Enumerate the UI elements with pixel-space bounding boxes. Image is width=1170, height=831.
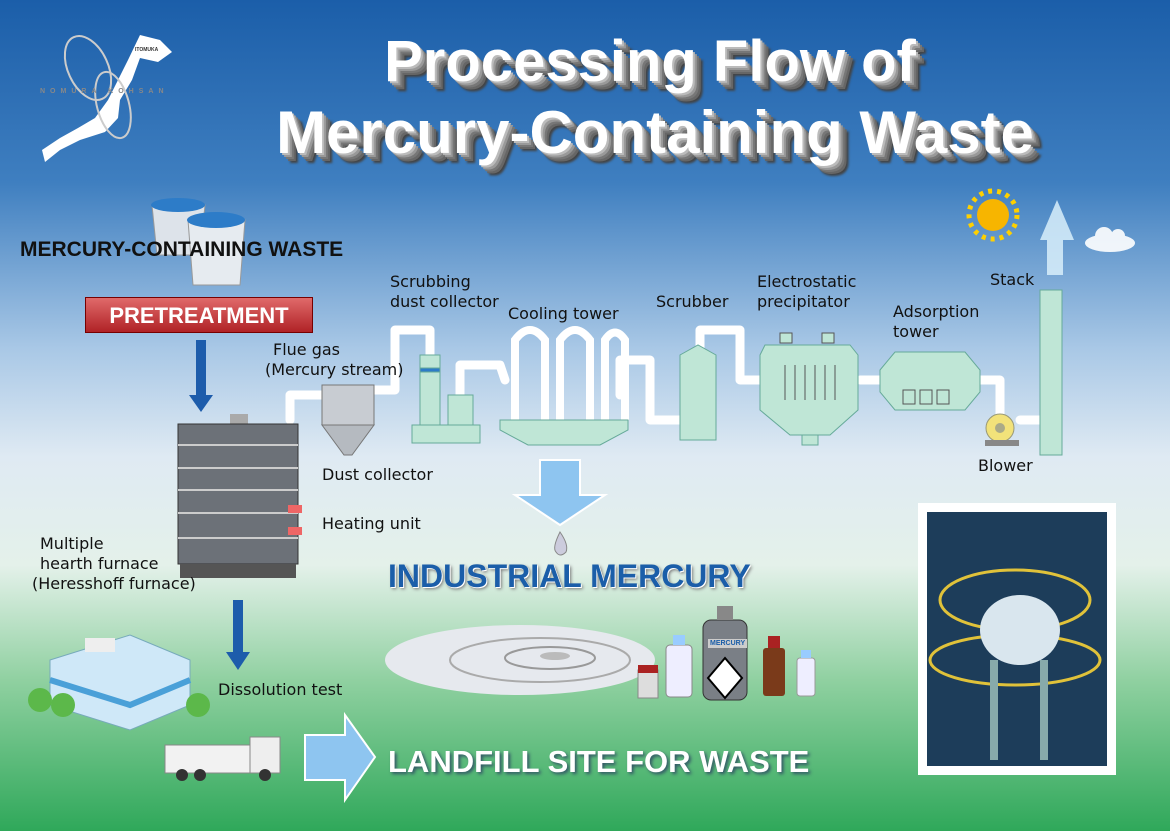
scrubber-label: Scrubber (656, 292, 729, 311)
heating-unit-label: Heating unit (322, 514, 421, 533)
mercury-drop-icon (554, 531, 568, 556)
truck-icon (164, 736, 281, 781)
landfill-label: LANDFILL SITE FOR WASTE (388, 744, 810, 779)
electrostatic-precipitator (759, 332, 859, 446)
bottle-label: MERCURY (708, 639, 748, 648)
mercury-bottles (637, 606, 816, 701)
exhaust-arrow (1040, 200, 1074, 275)
gas-pipes (285, 325, 1045, 425)
landfill-building (28, 634, 210, 731)
scrubbing-line: dust collector (390, 292, 499, 311)
scrubbing-line: Scrubbing (390, 272, 471, 291)
adsorption-tower (879, 351, 981, 411)
logo-japan-map (42, 35, 172, 162)
pretreatment-badge: PRETREATMENT (85, 297, 313, 333)
landfill-arrow (304, 711, 377, 804)
dissolution-test-label: Dissolution test (218, 680, 343, 699)
bucket-icon (151, 198, 246, 286)
title-line-1: Processing Flow of (384, 29, 916, 94)
title-line-2: Mercury-Containing Waste (276, 99, 1034, 166)
scrubber (679, 344, 717, 441)
logo-place: ITOMUKA (135, 47, 159, 53)
cooling-tower-base (499, 419, 629, 446)
blower (985, 413, 1019, 446)
mercury-pool (385, 625, 655, 695)
flue-gas-label: Flue gas(Mercury stream) (265, 340, 404, 380)
waste-label: MERCURY-CONTAINING WASTE (20, 238, 344, 261)
flow-arrows (189, 340, 250, 670)
industrial-mercury-label: INDUSTRIAL MERCURY (388, 558, 751, 594)
stack-label: Stack (990, 270, 1035, 289)
dust-collector (321, 384, 375, 456)
scrubbing-dust-collector (411, 354, 481, 444)
furnace-line: hearth furnace (40, 554, 159, 573)
flue-gas-line: (Mercury stream) (265, 360, 404, 379)
multiple-hearth-furnace (177, 414, 302, 578)
esp-line: precipitator (757, 292, 850, 311)
adsorption-line: Adsorption (893, 302, 980, 321)
flue-gas-line: Flue gas (273, 340, 341, 359)
furnace-line: (Heresshoff furnace) (32, 574, 196, 593)
cloud-icon (1085, 227, 1135, 252)
sun-icon (966, 188, 1020, 242)
furnace-line: Multiple (40, 534, 104, 553)
mercury-arrow (511, 459, 609, 527)
cooling-tower (511, 326, 629, 420)
stack (1039, 289, 1063, 456)
adsorption-line: tower (893, 322, 939, 341)
plant-photo (918, 503, 1116, 775)
esp-line: Electrostatic (757, 272, 857, 291)
cooling-tower-label: Cooling tower (508, 304, 619, 323)
dust-collector-label: Dust collector (322, 465, 433, 484)
blower-label: Blower (978, 456, 1033, 475)
logo-text: NOMURA KOHSAN (40, 88, 169, 95)
